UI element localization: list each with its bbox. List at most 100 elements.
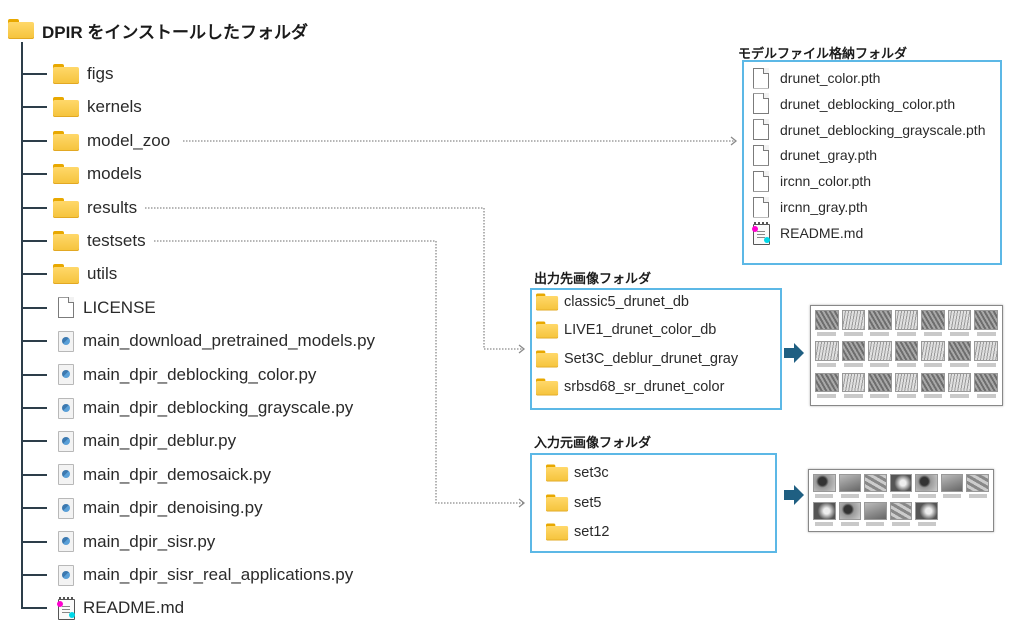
tree-item-label: model_zoo bbox=[87, 130, 171, 150]
image-thumbnail bbox=[889, 502, 913, 527]
image-thumbnail bbox=[838, 502, 862, 527]
file-icon bbox=[753, 67, 769, 89]
panel-item[interactable]: drunet_deblocking_color.pth bbox=[748, 92, 955, 116]
tree-item-label: utils bbox=[87, 264, 118, 284]
image-thumbnail bbox=[813, 502, 836, 527]
python-file-icon bbox=[58, 531, 74, 553]
python-file-icon bbox=[58, 430, 74, 452]
connector-results bbox=[145, 207, 524, 350]
panel-item[interactable]: set3c bbox=[546, 461, 609, 485]
image-thumbnail bbox=[841, 341, 866, 369]
tree-item[interactable]: LICENSE bbox=[21, 295, 156, 321]
tree-item-label: main_download_pretrained_models.py bbox=[83, 331, 376, 351]
tree-item-label: main_dpir_denoising.py bbox=[83, 498, 263, 518]
panel-item-label: set3c bbox=[574, 465, 609, 481]
tree-item[interactable]: kernels bbox=[21, 94, 142, 120]
tree-branch-line bbox=[21, 139, 47, 142]
tree-branch-line bbox=[21, 507, 47, 510]
image-thumbnail bbox=[947, 372, 972, 401]
python-file-icon bbox=[58, 330, 74, 352]
testsets-panel-title: 入力元画像フォルダ bbox=[534, 435, 652, 450]
folder-icon bbox=[53, 197, 79, 218]
tree-item[interactable]: main_dpir_deblur.py bbox=[21, 428, 236, 454]
folder-icon bbox=[536, 293, 559, 311]
tree-item-label: results bbox=[87, 197, 138, 217]
image-thumbnail bbox=[915, 502, 938, 527]
image-thumbnail bbox=[813, 474, 836, 499]
panel-item-label: classic5_drunet_db bbox=[564, 294, 689, 310]
tree-item[interactable]: main_dpir_demosaick.py bbox=[21, 462, 271, 488]
tree-item[interactable]: results bbox=[21, 195, 137, 221]
notepad-file-icon bbox=[57, 597, 75, 621]
testsets-folders-panel bbox=[530, 453, 777, 553]
tree-trunk-line bbox=[21, 42, 23, 609]
tree-item[interactable]: model_zoo bbox=[21, 128, 170, 154]
tree-branch-line bbox=[21, 173, 47, 176]
tree-item[interactable]: README.md bbox=[21, 595, 184, 621]
results-panel-title: 出力先画像フォルダ bbox=[534, 271, 652, 286]
panel-item-label: Set3C_deblur_drunet_gray bbox=[564, 350, 739, 367]
panel-item-label: ircnn_gray.pth bbox=[780, 199, 868, 215]
results-arrow-icon bbox=[784, 343, 804, 363]
image-thumbnail bbox=[940, 474, 964, 499]
panel-item-label: drunet_gray.pth bbox=[780, 147, 878, 164]
panel-item[interactable]: drunet_color.pth bbox=[748, 66, 880, 90]
tree-branch-line bbox=[21, 373, 47, 376]
panel-item-label: set5 bbox=[574, 494, 602, 511]
root-folder-title: DPIR をインストールしたフォルダ bbox=[42, 23, 308, 42]
tree-branch-line bbox=[21, 306, 47, 309]
panel-item-label: srbsd68_sr_drunet_color bbox=[564, 378, 725, 395]
image-thumbnail bbox=[915, 474, 938, 499]
panel-item[interactable]: set12 bbox=[546, 520, 609, 544]
tree-item[interactable]: main_dpir_denoising.py bbox=[21, 495, 263, 521]
image-thumbnail bbox=[868, 341, 892, 369]
panel-item[interactable]: README.md bbox=[748, 221, 863, 245]
tree-item[interactable]: main_dpir_deblocking_color.py bbox=[21, 362, 316, 388]
image-thumbnail bbox=[974, 310, 998, 338]
panel-item[interactable]: ircnn_gray.pth bbox=[748, 195, 868, 219]
results-folders-panel bbox=[530, 288, 782, 410]
tree-item[interactable]: figs bbox=[21, 61, 113, 87]
image-thumbnail bbox=[921, 310, 945, 338]
tree-branch-line bbox=[21, 340, 47, 343]
tree-item[interactable]: main_dpir_deblocking_grayscale.py bbox=[21, 395, 353, 421]
file-icon bbox=[58, 297, 74, 319]
panel-item[interactable]: classic5_drunet_db bbox=[536, 290, 689, 314]
panel-item[interactable]: LIVE1_drunet_color_db bbox=[536, 318, 716, 342]
panel-item[interactable]: set5 bbox=[546, 491, 601, 515]
folder-icon bbox=[546, 464, 569, 482]
tree-branch-line bbox=[21, 574, 47, 576]
tree-item-label: kernels bbox=[87, 97, 142, 117]
tree-item[interactable]: main_dpir_sisr_real_applications.py bbox=[21, 562, 353, 588]
tree-branch-line bbox=[21, 540, 47, 543]
tree-item[interactable]: utils bbox=[21, 261, 117, 287]
panel-item[interactable]: drunet_deblocking_grayscale.pth bbox=[748, 118, 985, 142]
panel-item-label: drunet_deblocking_grayscale.pth bbox=[780, 121, 986, 138]
tree-branch-line bbox=[21, 106, 47, 109]
image-thumbnail bbox=[921, 372, 945, 401]
folder-icon bbox=[536, 350, 559, 368]
tree-item[interactable]: testsets bbox=[21, 228, 146, 254]
tree-branch-line bbox=[21, 607, 47, 610]
tree-item[interactable]: models bbox=[21, 161, 142, 187]
tree-item-label: main_dpir_sisr_real_applications.py bbox=[83, 565, 354, 584]
file-icon bbox=[753, 144, 769, 166]
tree-branch-line bbox=[21, 206, 47, 209]
image-thumbnail bbox=[974, 341, 998, 369]
panel-item[interactable]: ircnn_color.pth bbox=[748, 169, 871, 193]
panel-item[interactable]: srbsd68_sr_drunet_color bbox=[536, 375, 724, 399]
tree-item[interactable]: main_download_pretrained_models.py bbox=[21, 328, 375, 354]
image-thumbnail bbox=[864, 474, 887, 499]
tree-branch-line bbox=[21, 73, 47, 75]
image-thumbnail bbox=[974, 372, 998, 401]
panel-item-label: LIVE1_drunet_color_db bbox=[564, 322, 717, 339]
tree-item[interactable]: main_dpir_sisr.py bbox=[21, 529, 215, 555]
tree-item-label: main_dpir_demosaick.py bbox=[83, 464, 272, 484]
python-file-icon bbox=[58, 497, 74, 519]
python-file-icon bbox=[58, 464, 74, 486]
panel-item-label: drunet_color.pth bbox=[780, 70, 881, 86]
panel-item[interactable]: Set3C_deblur_drunet_gray bbox=[536, 347, 738, 371]
tree-item-label: README.md bbox=[83, 598, 185, 618]
panel-item[interactable]: drunet_gray.pth bbox=[748, 143, 877, 167]
